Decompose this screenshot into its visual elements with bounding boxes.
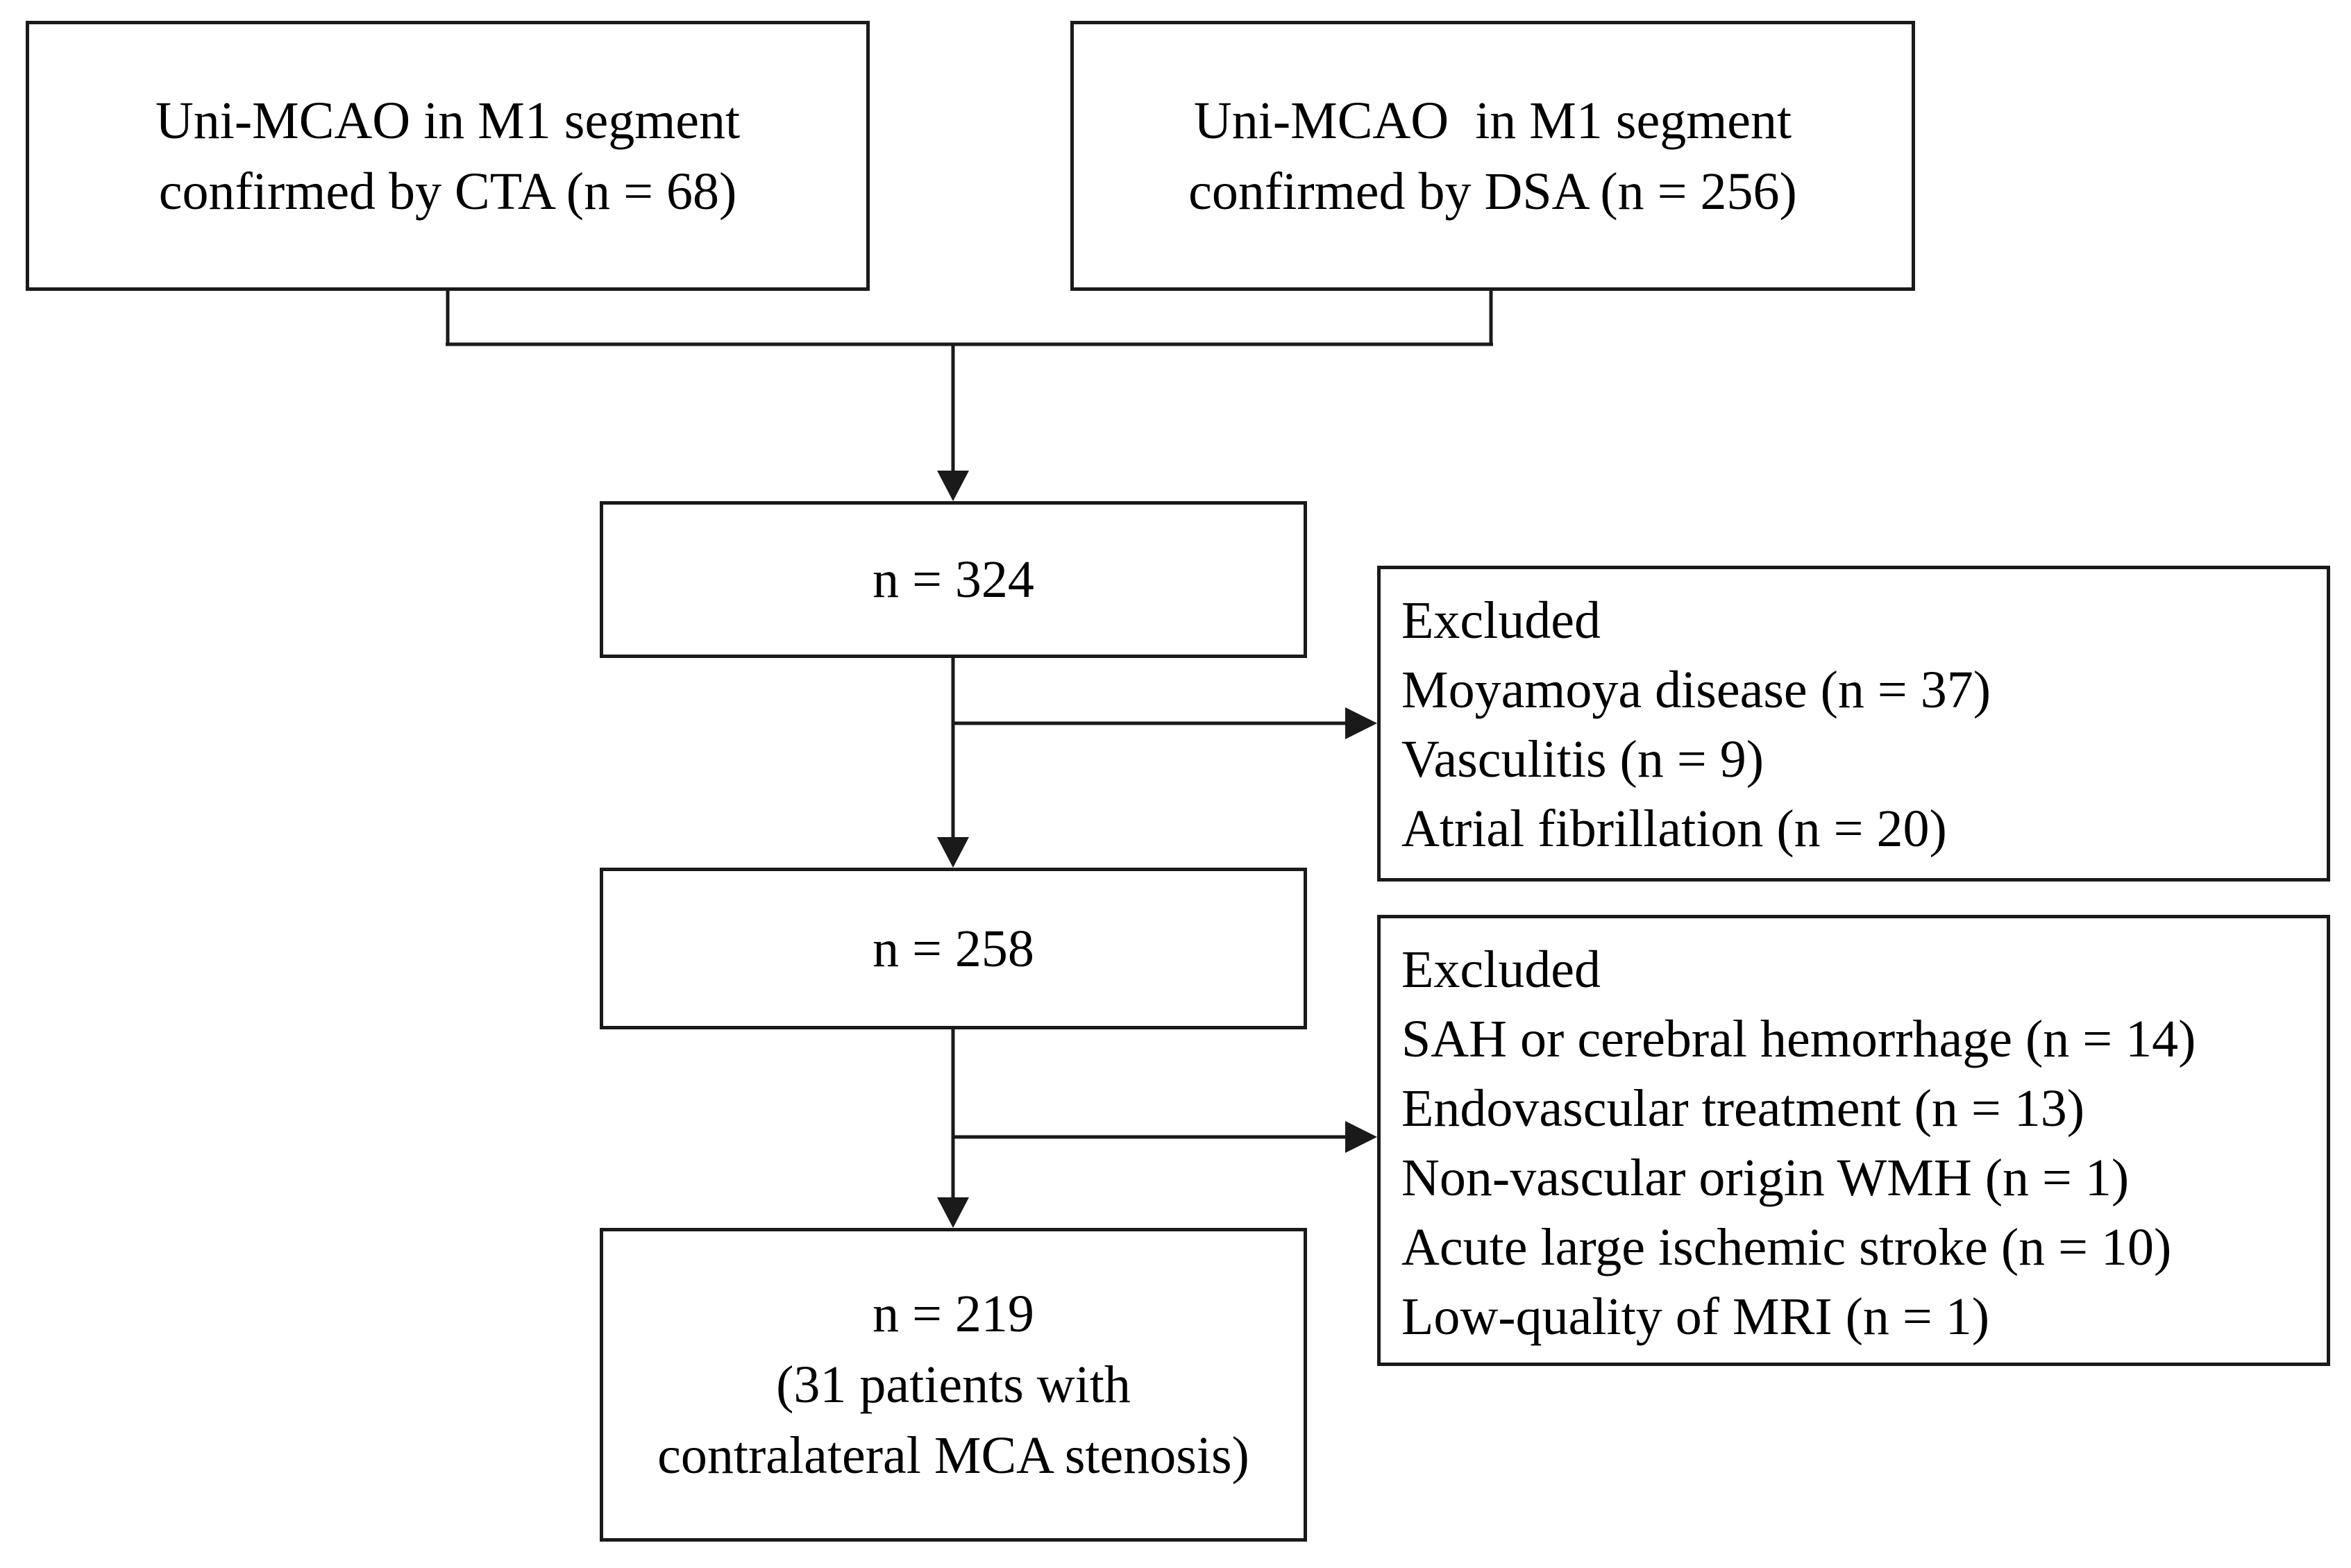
final-219-box: n = 219 (31 patients with contralateral … [600, 1228, 1307, 1542]
excluded-box-1: Excluded Moyamoya disease (n = 37) Vascu… [1377, 566, 2330, 882]
total-258-box: n = 258 [600, 868, 1307, 1029]
excluded-2-heading: Excluded [1401, 941, 1601, 999]
total-324-box: n = 324 [600, 501, 1307, 658]
excluded-2-item: Non-vascular origin WMH (n = 1) [1401, 1149, 2130, 1207]
excluded-1-item: Atrial fibrillation (n = 20) [1401, 800, 1947, 858]
dsa-box-line1: Uni-MCAO in M1 segment [1193, 91, 1792, 150]
dsa-box-line2: confirmed by DSA (n = 256) [1188, 162, 1797, 221]
excluded-1-heading: Excluded [1401, 591, 1601, 650]
cta-box-line1: Uni-MCAO in M1 segment [155, 91, 741, 150]
final-219-line2: (31 patients with [776, 1356, 1131, 1414]
cta-box-line2: confirmed by CTA (n = 68) [158, 162, 737, 221]
arrowhead-to-excluded-1 [1345, 707, 1377, 739]
excluded-2-item: Endovascular treatment (n = 13) [1401, 1079, 2085, 1138]
excluded-box-2: Excluded SAH or cerebral hemorrhage (n =… [1377, 915, 2330, 1366]
final-219-line3: contralateral MCA stenosis) [657, 1426, 1249, 1485]
excluded-1-item: Moyamoya disease (n = 37) [1401, 661, 1991, 719]
arrowhead-to-219 [937, 1197, 969, 1228]
excluded-2-item: Low-quality of MRI (n = 1) [1401, 1288, 1990, 1346]
dsa-source-box: Uni-MCAO in M1 segment confirmed by DSA … [1070, 21, 1915, 291]
total-324-label: n = 324 [873, 550, 1034, 609]
excluded-2-item: SAH or cerebral hemorrhage (n = 14) [1401, 1010, 2196, 1068]
total-258-label: n = 258 [873, 919, 1034, 978]
cta-source-box: Uni-MCAO in M1 segment confirmed by CTA … [26, 21, 870, 291]
excluded-1-item: Vasculitis (n = 9) [1401, 730, 1764, 789]
arrowhead-to-excluded-2 [1345, 1121, 1377, 1153]
excluded-2-item: Acute large ischemic stroke (n = 10) [1401, 1218, 2172, 1276]
arrowhead-to-258 [937, 837, 969, 868]
arrowhead-to-324 [937, 471, 969, 501]
final-219-line1: n = 219 [873, 1285, 1034, 1343]
